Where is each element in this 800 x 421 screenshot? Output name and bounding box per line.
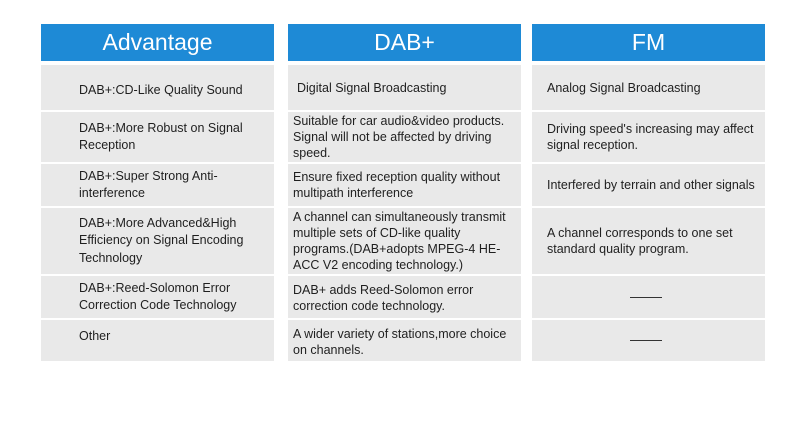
cell-fm-signal: Analog Signal Broadcasting	[532, 65, 765, 110]
cell-advantage-reed-solomon: DAB+:Reed-Solomon Error Correction Code …	[41, 276, 274, 318]
cell-fm-anti-interference: Interfered by terrain and other signals	[532, 164, 765, 206]
cell-fm-reed-solomon	[532, 276, 765, 318]
header-advantage: Advantage	[41, 24, 274, 61]
empty-dash	[629, 296, 662, 298]
cell-fm-other	[532, 320, 765, 361]
cell-fm-robust: Driving speed's increasing may affect si…	[532, 112, 765, 162]
cell-advantage-cd-quality: DAB+:CD-Like Quality Sound	[41, 65, 274, 110]
header-dab: DAB+	[288, 24, 521, 61]
column-dab: DAB+ Digital Signal Broadcasting Suitabl…	[288, 24, 521, 363]
cell-advantage-anti-interference: DAB+:Super Strong Anti-interference	[41, 164, 274, 206]
cell-dab-reed-solomon: DAB+ adds Reed-Solomon error correction …	[288, 276, 521, 318]
column-advantage: Advantage DAB+:CD-Like Quality Sound DAB…	[41, 24, 274, 363]
column-fm: FM Analog Signal Broadcasting Driving sp…	[532, 24, 765, 363]
cell-dab-encoding: A channel can simultaneously transmit mu…	[288, 208, 521, 274]
cell-advantage-encoding: DAB+:More Advanced&High Efficiency on Si…	[41, 208, 274, 274]
header-fm: FM	[532, 24, 765, 61]
cell-dab-other: A wider variety of stations,more choice …	[288, 320, 521, 361]
cell-dab-robust: Suitable for car audio&video products. S…	[288, 112, 521, 162]
empty-dash	[629, 340, 662, 341]
cell-advantage-robust: DAB+:More Robust on Signal Reception	[41, 112, 274, 162]
cell-dab-signal: Digital Signal Broadcasting	[288, 65, 521, 110]
cell-fm-encoding: A channel corresponds to one set standar…	[532, 208, 765, 274]
cell-advantage-other: Other	[41, 320, 274, 361]
cell-dab-anti-interference: Ensure fixed reception quality without m…	[288, 164, 521, 206]
